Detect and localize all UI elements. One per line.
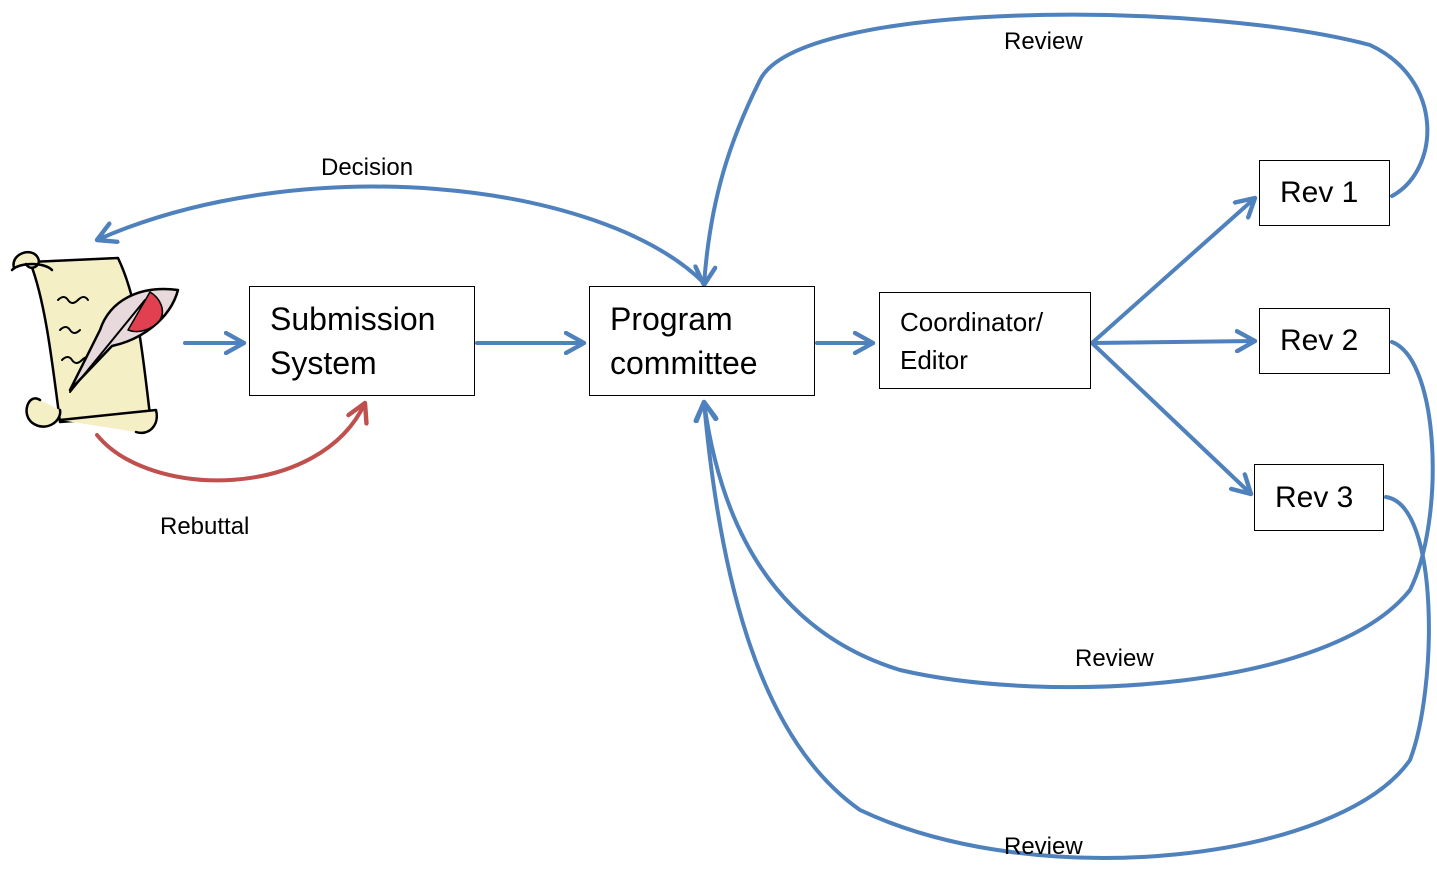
- coordinator-editor-line2: Editor: [900, 344, 968, 375]
- submission-system-line2: System: [270, 345, 377, 381]
- program-committee-line2: committee: [610, 345, 758, 381]
- decision-label: Decision: [321, 154, 414, 181]
- rev2-label: Rev 2: [1280, 324, 1359, 357]
- coordinator-editor-box: Coordinator/ Editor: [879, 292, 1091, 389]
- arrow-review-rev3: [704, 402, 1431, 860]
- rebuttal-label: Rebuttal: [160, 513, 250, 540]
- arrow-decision: [97, 184, 706, 285]
- rev3-label: Rev 3: [1275, 480, 1354, 514]
- rev1-box: Rev 1: [1259, 160, 1390, 226]
- arrow-review-rev1: [704, 12, 1430, 285]
- scroll-quill-icon: [10, 250, 180, 435]
- rev3-box: Rev 3: [1254, 464, 1384, 531]
- review-label-top: Review: [1004, 28, 1083, 55]
- arrow-rebuttal: [95, 403, 365, 483]
- program-committee-line1: Program: [610, 301, 733, 337]
- arrow-coordinator-to-rev3: [1090, 341, 1251, 494]
- rev1-label: Rev 1: [1280, 176, 1359, 209]
- review-label-middle: Review: [1075, 645, 1154, 672]
- program-committee-box: Program committee: [589, 286, 815, 396]
- arrow-coordinator-to-rev2: [1090, 341, 1255, 343]
- arrow-coordinator-to-rev1: [1090, 198, 1255, 345]
- rev2-box: Rev 2: [1259, 308, 1390, 374]
- arrow-review-rev2: [704, 340, 1435, 690]
- submission-system-box: Submission System: [249, 286, 475, 396]
- review-label-bottom: Review: [1004, 833, 1083, 860]
- submission-system-line1: Submission: [270, 301, 436, 337]
- coordinator-editor-line1: Coordinator/: [900, 306, 1044, 337]
